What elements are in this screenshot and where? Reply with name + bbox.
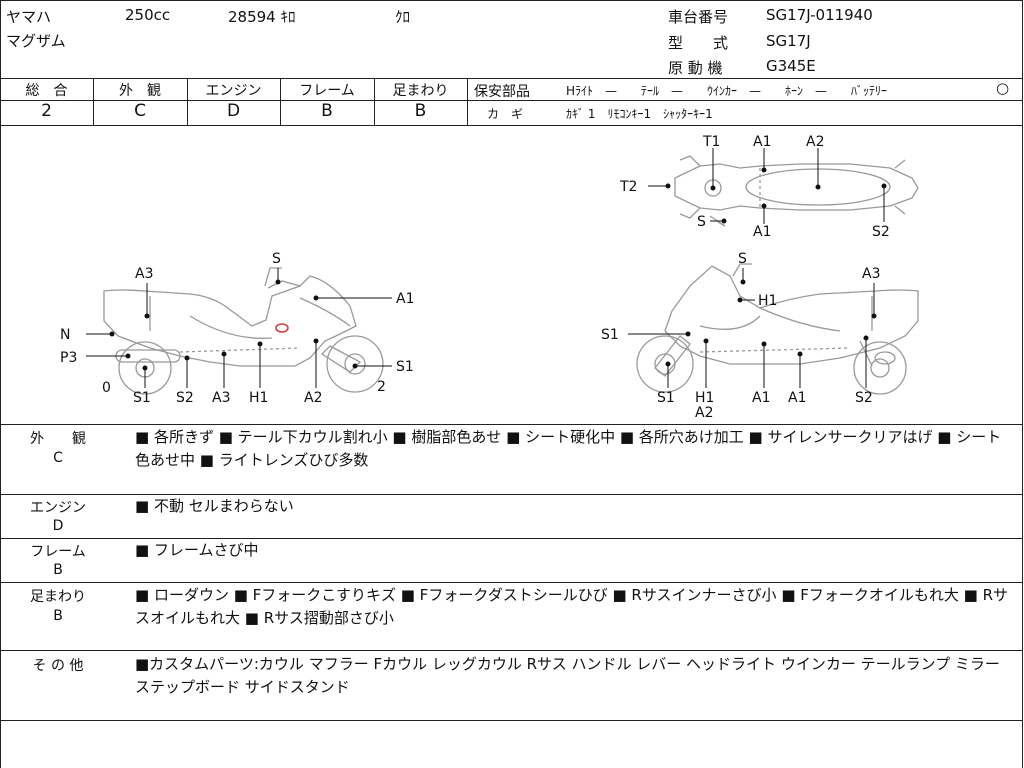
label-right-a3: A3 — [862, 266, 880, 282]
label-right-b-s2: S2 — [855, 390, 873, 406]
divider — [0, 78, 1023, 79]
divider — [0, 100, 467, 101]
safety-items: Hﾗｲﾄ — ﾃｰﾙ — ｳｲﾝｶｰ — ﾎｰﾝ — ﾊﾞｯﾃﾘｰ — [566, 84, 888, 98]
engine-value: G345E — [766, 57, 816, 75]
damage-mark — [275, 323, 289, 333]
note-grade-frame: B — [53, 562, 63, 578]
note-label-suspension: 足まわり — [30, 589, 86, 605]
note-text-engine: ■ 不動 セルまわらない — [135, 497, 294, 515]
label-left-s1: S1 — [396, 359, 414, 375]
frame-grade: B — [321, 101, 333, 121]
label-left-b-a2: A2 — [304, 390, 322, 406]
label-left-b-a3: A3 — [212, 390, 230, 406]
label-left-zero: 0 — [102, 380, 111, 396]
battery-mark: ○ — [996, 79, 1010, 97]
frame-no-label: 車台番号 — [668, 8, 729, 26]
engine-label: 原 動 機 — [668, 59, 723, 77]
frame-no: SG17J-011940 — [766, 6, 873, 24]
exterior-label: 外 観 — [119, 83, 161, 99]
note-grade-engine: D — [52, 518, 64, 534]
note-label-engine: エンジン — [30, 500, 86, 516]
label-right-b-a1b: A1 — [788, 390, 806, 406]
keys-label: カ ギ — [487, 107, 524, 121]
divider — [0, 720, 1023, 721]
label-left-n: N — [60, 327, 70, 343]
divider — [0, 582, 1023, 583]
label-top-s: S — [697, 214, 706, 230]
damage-diagram: A3 N P3 0 S A1 S1 2 S1 S2 A3 H1 A2 S A3 … — [60, 134, 919, 421]
color: ｸﾛ — [395, 8, 411, 26]
label-top-a1: A1 — [753, 134, 771, 150]
label-right-h1: H1 — [758, 293, 777, 309]
divider — [0, 538, 1023, 539]
type-label: 型 式 — [668, 34, 729, 52]
scooter-right-side-view — [636, 263, 919, 395]
divider — [187, 78, 188, 125]
note-grade-exterior: C — [53, 450, 63, 466]
divider — [467, 100, 1023, 101]
note-text-other: ■カスタムパーツ:カウル マフラー Fカウル レッグカウル Rサス ハンドル レ… — [135, 655, 1000, 696]
keys-value: ｶｷﾞ 1 ﾘﾓｺﾝｷｰ1 ｼｬｯﾀｰｷｰ1 — [566, 107, 713, 121]
border-top — [0, 0, 1023, 1]
note-label-other: そ の 他 — [32, 658, 84, 674]
displacement: 250cc — [125, 6, 171, 24]
suspension-grade-label: 足まわり — [392, 83, 449, 99]
note-text-suspension: ■ ローダウン ■ Fフォークこすりキズ ■ Fフォークダストシールひび ■ R… — [135, 586, 1009, 627]
overall-label: 総 合 — [25, 83, 68, 99]
label-right-b-a2: A2 — [695, 405, 713, 421]
label-left-b-s1: S1 — [133, 390, 151, 406]
border-right — [1022, 0, 1023, 768]
divider — [467, 78, 468, 125]
label-left-s-top: S — [272, 251, 281, 267]
model-name: マグザム — [6, 32, 66, 50]
mileage: 28594 ｷﾛ — [228, 8, 296, 26]
divider — [93, 78, 94, 125]
label-left-a3: A3 — [135, 266, 153, 282]
label-left-b-h1: H1 — [249, 390, 268, 406]
label-right-s1: S1 — [601, 327, 619, 343]
note-text-frame: ■ フレームさび中 — [135, 541, 259, 559]
divider — [374, 78, 375, 125]
divider — [0, 650, 1023, 651]
scooter-top-view — [674, 155, 919, 227]
scooter-left-side-view — [103, 267, 384, 395]
exterior-grade: C — [134, 101, 146, 121]
frame-grade-label: フレーム — [299, 83, 355, 99]
label-top-a1-bot: A1 — [753, 224, 771, 240]
note-grade-suspension: B — [53, 608, 63, 624]
overall-grade: 2 — [41, 101, 52, 121]
label-right-b-a1a: A1 — [752, 390, 770, 406]
maker: ヤマハ — [6, 8, 52, 26]
note-label-exterior: 外 観 — [30, 431, 86, 447]
label-top-t2: T2 — [619, 179, 637, 195]
label-top-a2: A2 — [806, 134, 824, 150]
label-right-b-s1: S1 — [657, 390, 675, 406]
divider — [0, 494, 1023, 495]
label-right-s-top: S — [738, 251, 747, 267]
label-right-b-h1: H1 — [695, 390, 714, 406]
border-left — [0, 0, 1, 768]
note-label-frame: フレーム — [30, 544, 86, 560]
note-text-exterior: ■ 各所きず ■ テール下カウル割れ小 ■ 樹脂部色あせ ■ シート硬化中 ■ … — [135, 428, 1002, 469]
engine-grade-label: エンジン — [205, 83, 262, 99]
label-left-a1: A1 — [396, 291, 414, 307]
label-top-s2: S2 — [872, 224, 890, 240]
label-left-b-s2: S2 — [176, 390, 194, 406]
label-left-two: 2 — [377, 379, 386, 395]
type-value: SG17J — [766, 32, 811, 50]
label-top-t1: T1 — [702, 134, 720, 150]
divider — [280, 78, 281, 125]
suspension-grade: B — [414, 101, 427, 121]
label-left-p3: P3 — [60, 350, 77, 366]
divider — [0, 424, 1023, 425]
divider — [0, 125, 1023, 126]
engine-grade: D — [226, 101, 241, 121]
safety-label: 保安部品 — [474, 84, 530, 100]
